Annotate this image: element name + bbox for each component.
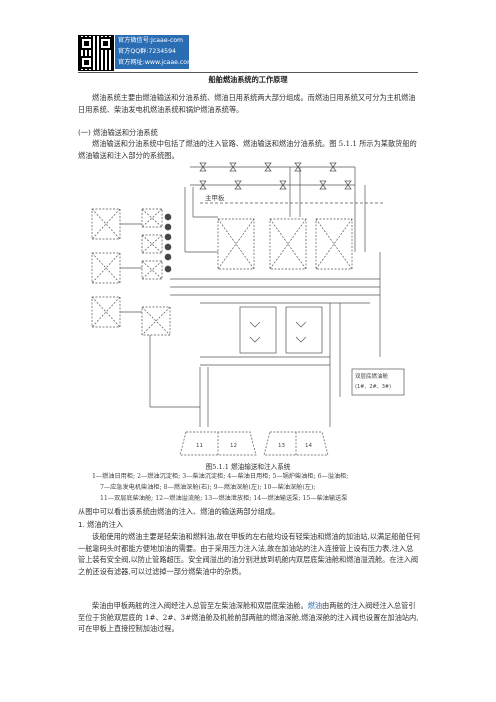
qr-code-icon: [78, 35, 114, 71]
section-heading-fuel-transfer: (一) 燃油输送和分油系统: [78, 128, 158, 137]
double-bottom-tank-label: 双层底燃油舱: [355, 372, 389, 380]
section-heading-fuel-injection: 1. 燃油的注入: [78, 520, 124, 529]
piping-network: [120, 216, 381, 427]
valve-cluster-top: [199, 162, 352, 190]
diesel-injection-text: 柴油由甲板两舷的注入阀经注入总管至左柴油深舱和双层底柴油舱。: [92, 601, 308, 610]
contact-banner: 官方微信号:Jcaae-com 官方QQ群:7234594 官方网址:www.j…: [115, 35, 194, 69]
fuel-oil-injection-text: 由两舷的注入阀经注入总管引至位于货舱双层底的 1#、2#、3#燃油舱及机舱前部两…: [78, 601, 419, 633]
site-header: 官方微信号:Jcaae-com 官方QQ群:7234594 官方网址:www.j…: [78, 35, 418, 71]
tank-column-second: [141, 208, 171, 336]
double-bottom-tank-numbers: (1#、2#、3#): [355, 384, 391, 390]
figure-legend-line-3: 11—双层底柴油舱; 12—燃油溢流舱; 13—燃油泄放柜; 14—燃油输送泵;…: [100, 495, 348, 502]
page-title: 船舶燃油系统的工作原理: [208, 75, 288, 84]
component-markers: [164, 213, 172, 273]
fuel-injection-paragraph: 该船使用的燃油主要是轻柴油和燃料油,故在甲板的左右舷均设有轻柴油和燃油的加油站,…: [78, 532, 421, 576]
main-deck-label: 主甲板: [205, 193, 225, 202]
figure-legend-line-1: 1—燃油日用柜; 2—燃油沉淀柜; 3—柴油沉淀柜; 4—柴油日用柜; 5—锅炉…: [92, 473, 349, 480]
wechat-line: 官方微信号:Jcaae-com: [118, 37, 184, 44]
website-line: 官方网址:www.jcaae.com: [118, 59, 194, 66]
intro-paragraph: 燃油系统主要由燃油输送和分油系统、燃油日用系统两大部分组成。而燃油日用系统又可分…: [78, 93, 416, 114]
double-bottom-tank: 双层底燃油舱 (1#、2#、3#): [351, 368, 405, 396]
svg-text:11: 11: [196, 443, 203, 449]
svg-text:12: 12: [230, 443, 237, 449]
figure-legend-line-2: 7—应急发电机柴油柜; 8—燃油深舱(右); 9—燃油深舱(左); 10—柴油深…: [100, 484, 316, 491]
tank-column-left: [91, 208, 121, 328]
header-divider: [78, 72, 418, 73]
fuel-injection-paragraph-2: 柴油由甲板两舷的注入阀经注入总管至左柴油深舱和双层底柴油舱。燃油由两舷的注入阀经…: [78, 600, 420, 635]
fuel-oil-link[interactable]: 燃油: [307, 601, 323, 610]
qq-group-line: 官方QQ群:7234594: [118, 48, 176, 55]
figure-caption: 图5.1.1 燃油输送和注入系统: [205, 463, 291, 471]
bottom-tank-numbers: 11 12 13 14: [196, 443, 312, 449]
pump-group: [239, 306, 323, 354]
svg-text:14: 14: [305, 443, 312, 449]
section-paragraph-fuel-transfer: 燃油输送和分油系统中包括了燃油的注入管路、燃油输送和燃油分油系统。图 5.1.1…: [78, 139, 417, 160]
bottom-tanks: [179, 431, 329, 456]
after-figure-paragraph: 从图中可以看出该系统由燃油的注入、燃油的输送两部分组成。: [78, 507, 280, 516]
fuel-system-diagram: 主甲板: [91, 162, 405, 456]
svg-text:13: 13: [278, 443, 285, 449]
tank-column-centre: [217, 218, 353, 270]
